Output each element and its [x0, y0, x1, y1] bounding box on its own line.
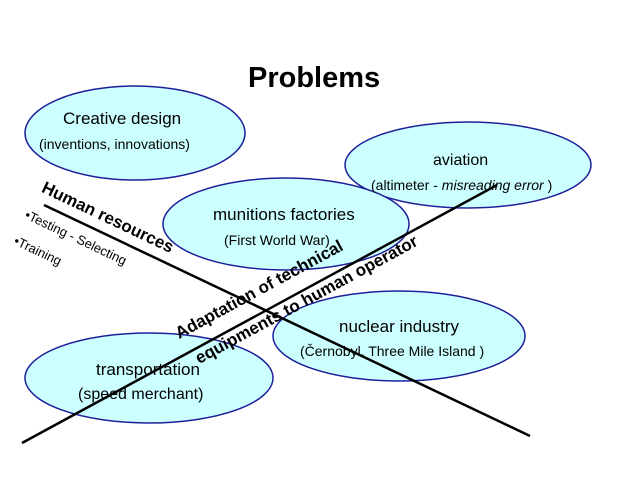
page-title: Problems [248, 62, 381, 94]
ellipse-aviation [344, 121, 592, 209]
creative-design-label: Creative design [63, 109, 182, 128]
human-resources-line [43, 203, 531, 438]
aviation-sublabel: (altimeter - misreading error ) [371, 177, 552, 193]
transportation-label: transportation [96, 360, 200, 379]
ellipse-nuclear [272, 290, 526, 382]
aviation-sublabel-suffix: ) [543, 177, 553, 193]
aviation-sublabel-italic: misreading error [441, 177, 544, 193]
munitions-label: munitions factories [213, 205, 355, 224]
creative-design-sublabel: (inventions, innovations) [39, 136, 190, 152]
adaptation-line [21, 183, 498, 445]
aviation-label: aviation [433, 152, 489, 169]
munitions-sublabel: (First World War) [224, 232, 330, 248]
ellipse-munitions [162, 177, 410, 271]
nuclear-sublabel: (Černobyl, Three Mile Island ) [300, 343, 485, 359]
transportation-sublabel: (speed merchant) [78, 386, 204, 403]
nuclear-label: nuclear industry [339, 317, 460, 336]
ellipse-transportation [24, 332, 274, 424]
ellipse-creative-design [24, 85, 246, 181]
aviation-sublabel-prefix: (altimeter - [371, 177, 442, 193]
